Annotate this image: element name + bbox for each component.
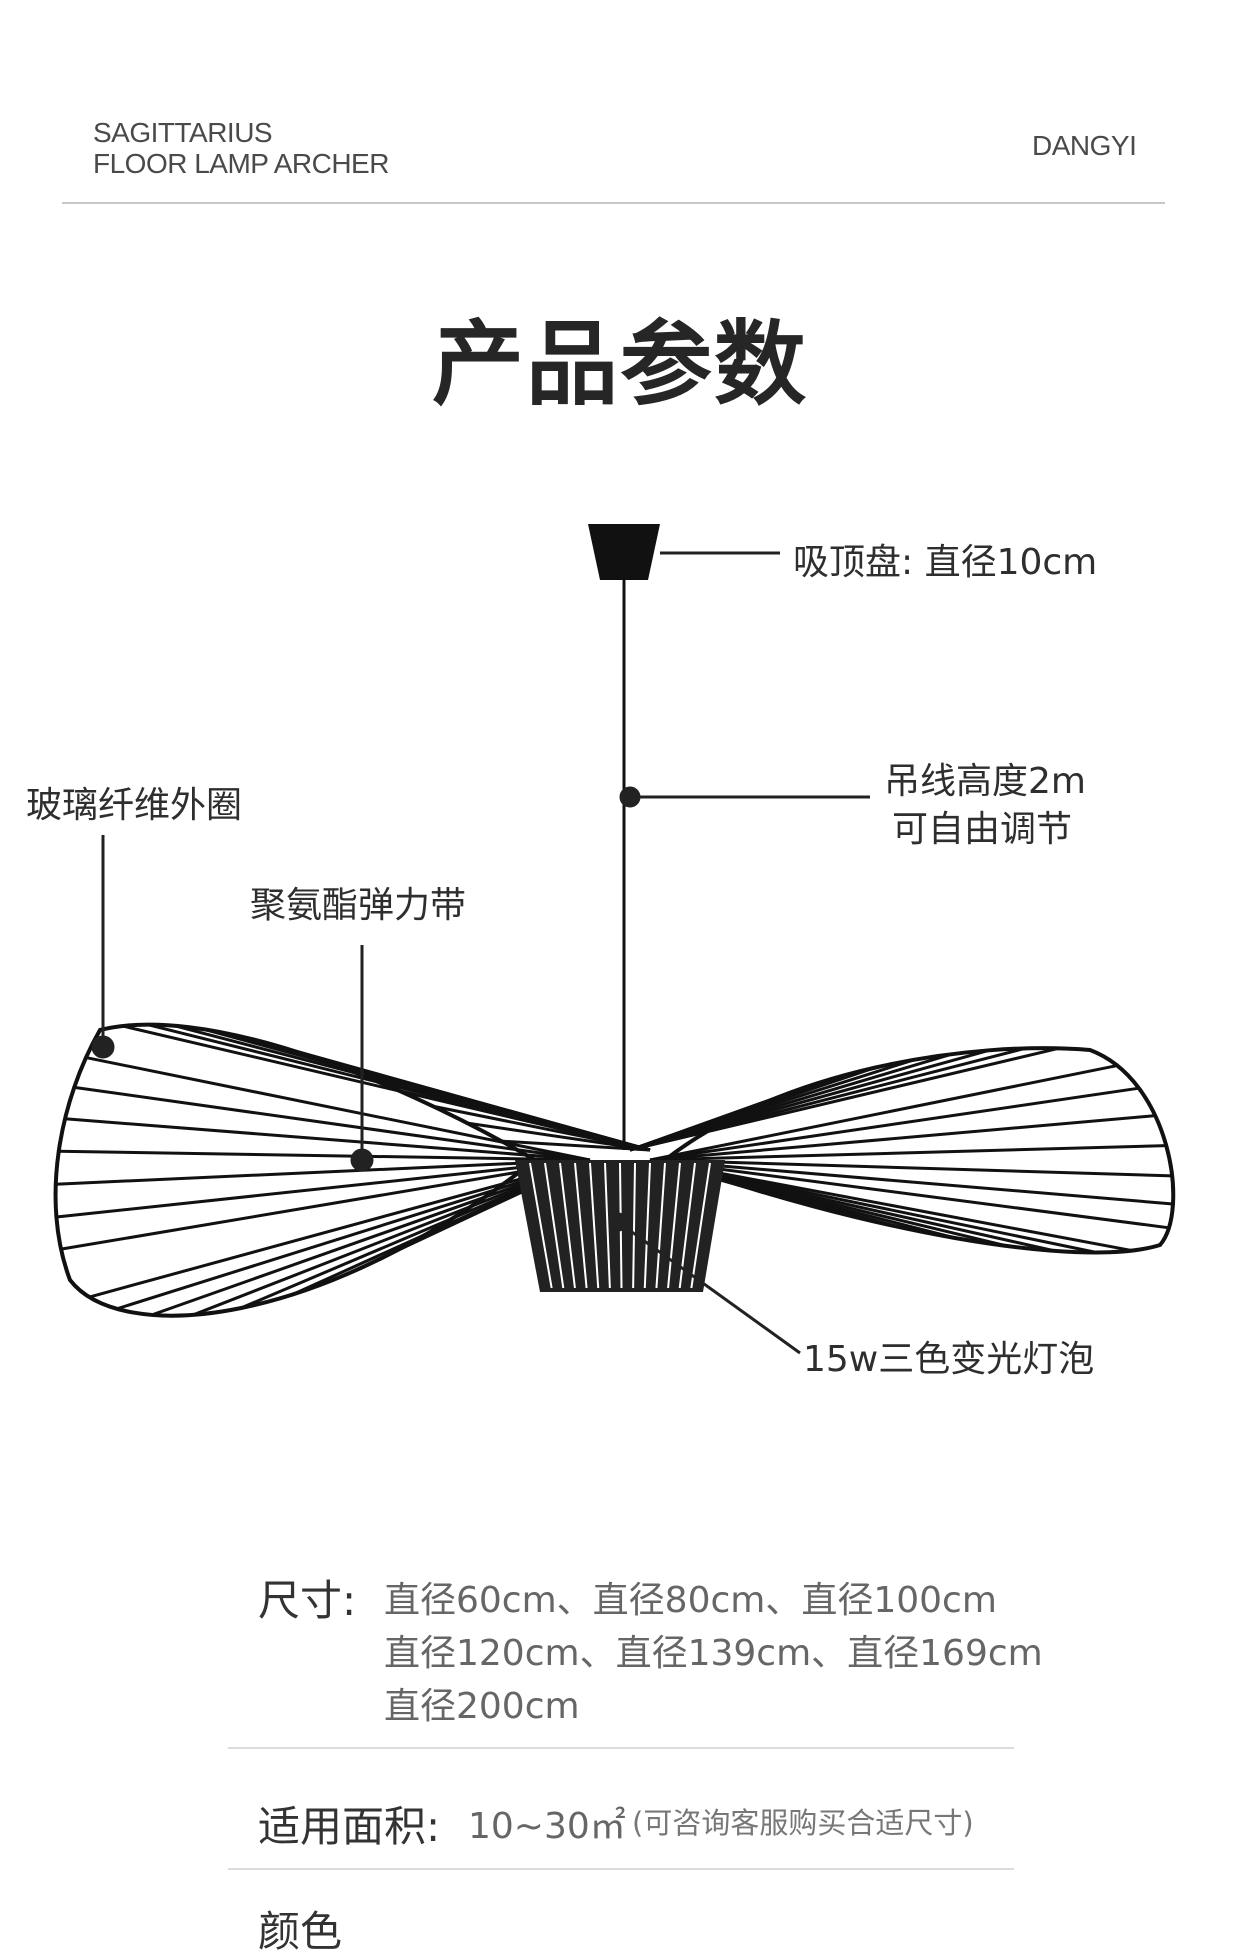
header-line-2: FLOOR LAMP ARCHER [93,148,389,179]
lamp-left-wing [53,1022,539,1318]
lamp-shade-rib [544,1162,565,1289]
lamp-spoke [116,1158,591,1311]
header-divider [62,202,1165,204]
lamp-shade-rib [655,1162,666,1289]
lamp-spoke [649,1144,1167,1162]
callout-cable-line-1: 吊线高度2m [884,761,1086,802]
callout-ceiling-plate: 吸顶盘: 直径10cm [793,542,1098,583]
lamp-spoke [649,1114,1156,1162]
header-line-1: SAGITTARIUS [93,117,273,148]
lamp-spoke [649,1086,1140,1162]
area-value: 10~30㎡ [468,1806,626,1847]
lamp-shade-rib [643,1162,651,1289]
lamp-shade-rib [574,1162,588,1289]
lamp-spoke [58,1149,591,1162]
lamp-spoke [60,1158,591,1251]
lamp-spoke [64,1117,591,1162]
color-label: 颜色 [258,1907,343,1956]
lamp-spoke [649,1158,1174,1206]
lamp-spoke [467,1121,651,1152]
lamp-shade-rib [529,1162,553,1289]
callout-fiberglass: 玻璃纤维外圈 [26,785,243,826]
area-note: (可咨询客服购买合适尺寸) [632,1806,974,1840]
lamp-spoke [88,1158,591,1299]
lamp-spokes [55,1023,1174,1317]
lamp-spoke [649,1158,1173,1178]
lamp-illustration [53,524,1176,1355]
area-label: 适用面积: [258,1802,441,1851]
callout-cable-line-2: 可自由调节 [892,809,1073,850]
lamp-shade-rib [690,1162,711,1289]
lamp-spoke [151,1158,591,1317]
spec-divider-1 [228,1747,1014,1749]
size-value-line-2: 直径120cm、直径139cm、直径169cm [384,1633,1043,1674]
callout-elastic-band: 聚氨酯弹力带 [250,885,467,926]
lamp-spoke [122,1024,651,1152]
size-value-line-3: 直径200cm [384,1686,580,1727]
lamp-shade-rib [589,1162,600,1289]
callout-bulb: 15w三色变光灯泡 [803,1339,1095,1380]
lamp-shade-rib [667,1162,681,1289]
size-label: 尺寸: [258,1576,357,1625]
lamp-spoke [55,1158,591,1186]
size-value-line-1: 直径60cm、直径80cm、直径100cm [384,1580,997,1621]
lamp-shade-rib [559,1162,576,1289]
lamp-spoke [649,1158,1170,1230]
callout-dot-fiberglass [91,1035,115,1059]
lamp-spoke [649,1064,1118,1162]
lamp-shade-rib [604,1162,611,1289]
page-title: 产品参数 [431,311,808,418]
lamp-spoke [85,1056,591,1162]
callout-line-bulb [617,1220,801,1355]
lamp-shade-rib [632,1162,636,1289]
lamp-spoke [629,1046,1059,1152]
header-model-name: SAGITTARIUS FLOOR LAMP ARCHER [93,117,389,179]
lamp-spoke [649,1158,1133,1253]
lamp-canopy [588,524,660,580]
spec-divider-2 [228,1868,1014,1870]
lamp-spoke [74,1085,591,1162]
callout-dot-band [350,1148,374,1172]
brand-name: DANGYI [1032,130,1137,161]
lamp-spoke [56,1158,591,1219]
